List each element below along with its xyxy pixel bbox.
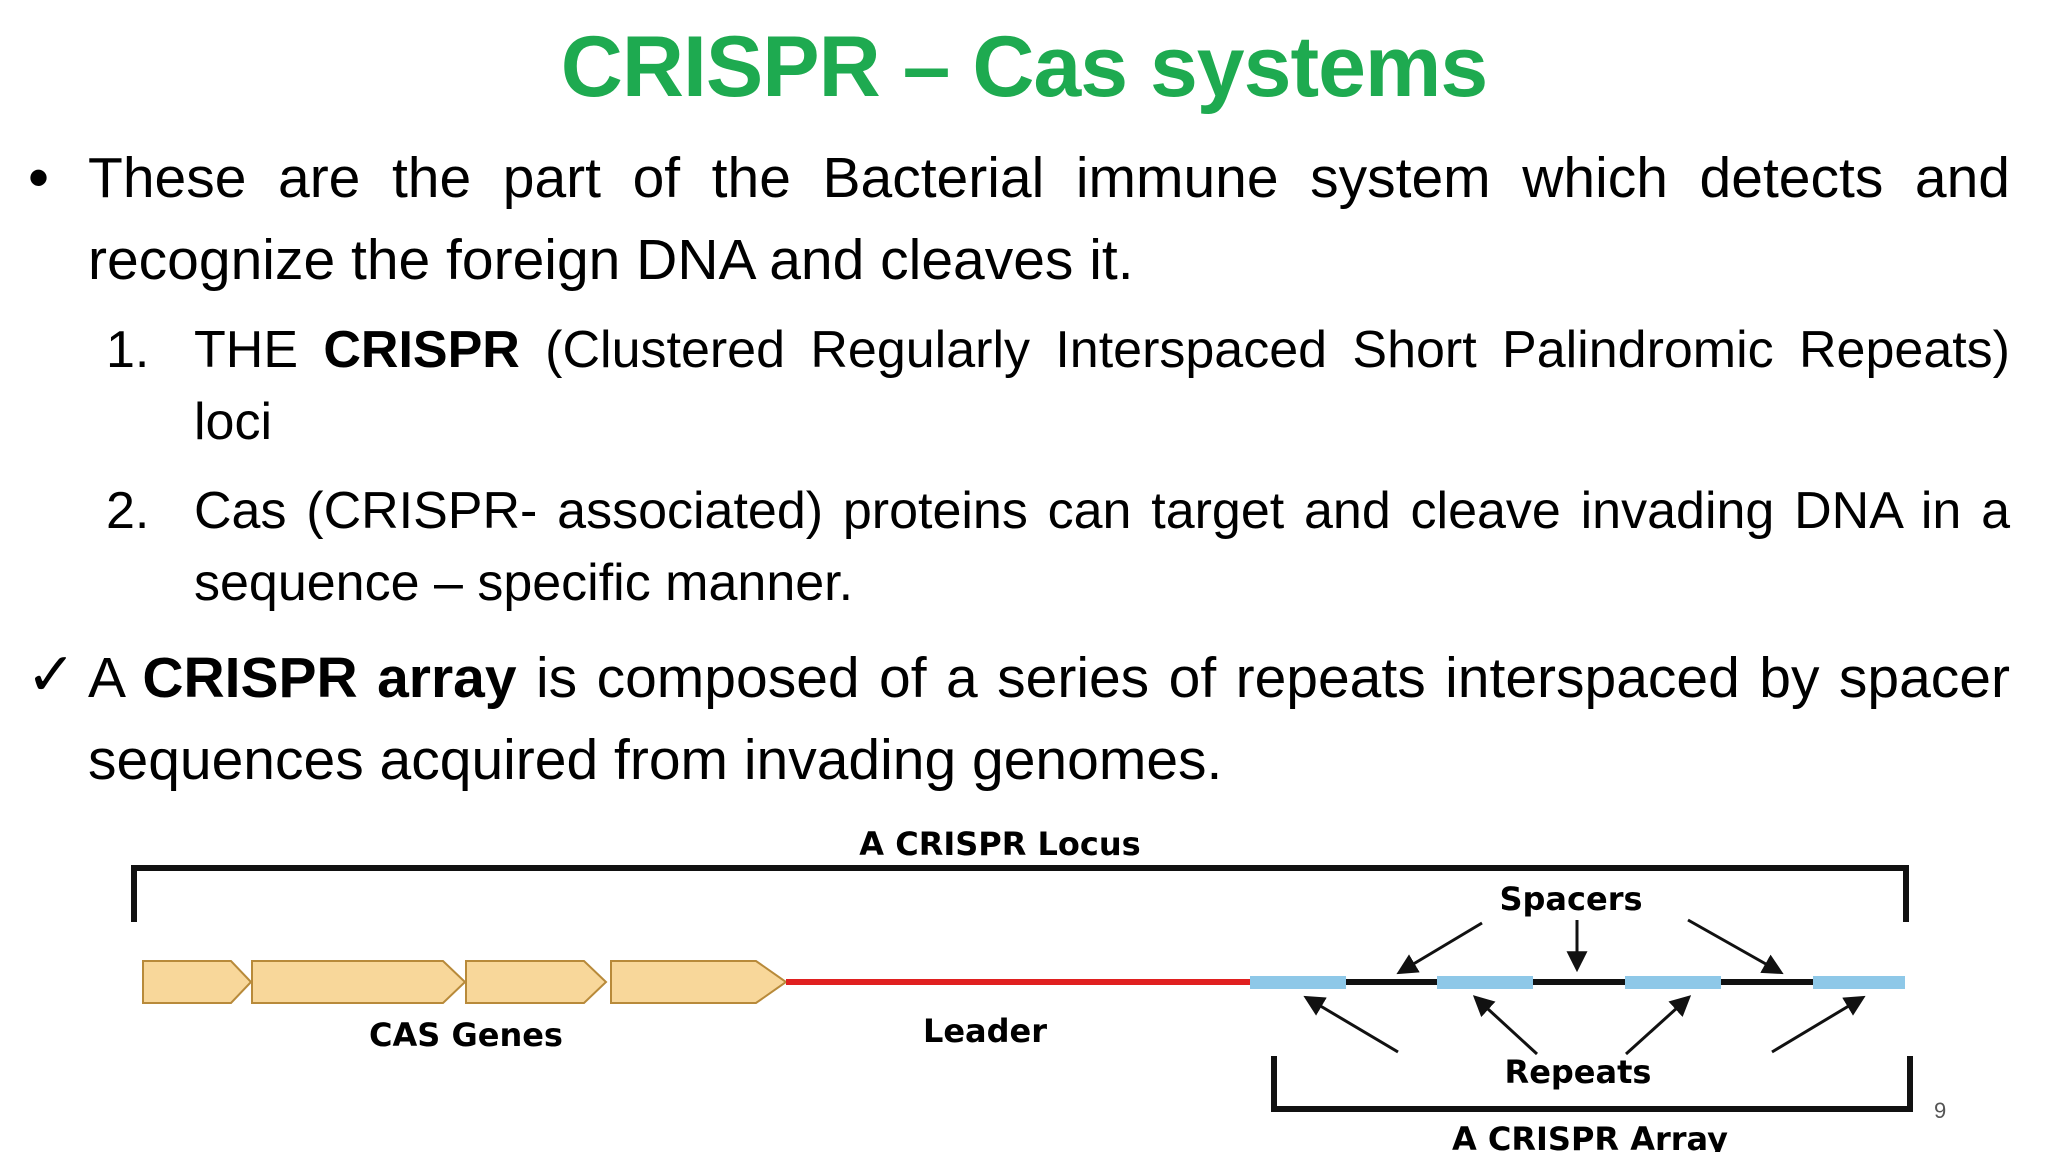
cas-genes	[142, 960, 788, 1004]
intro-paragraph: These are the part of the Bacterial immu…	[88, 146, 2010, 292]
cas-gene-1	[142, 960, 253, 1004]
spacer-arrow-1	[1396, 921, 1483, 975]
cas-gene-3	[465, 960, 608, 1004]
repeat-arrow-1	[1303, 995, 1399, 1054]
item-1-pre: THE	[194, 321, 324, 379]
spacer-2	[1437, 976, 1533, 989]
spacers	[1250, 976, 1905, 989]
cas-gene-2	[251, 960, 467, 1004]
cas-gene-4	[610, 960, 788, 1004]
locus-bracket	[131, 865, 1909, 922]
array-bracket	[1271, 1056, 1913, 1112]
item-2-text: Cas (CRISPR- associated) proteins can ta…	[194, 482, 2010, 612]
check-icon: ✓	[26, 641, 77, 708]
array-bold: CRISPR array	[142, 646, 517, 710]
item-1-bold: CRISPR	[323, 321, 520, 379]
repeat-arrow-2	[1472, 995, 1539, 1056]
array-pre: A	[88, 646, 143, 710]
item-2-number: 2.	[106, 482, 150, 540]
item-1-text: THE CRISPR (Clustered Regularly Interspa…	[194, 314, 2010, 458]
array-paragraph: A CRISPR array is composed of a series o…	[88, 637, 2010, 801]
repeats-label: Repeats	[1505, 1053, 1652, 1091]
spacers-label: Spacers	[1499, 880, 1642, 918]
spacer-4	[1813, 976, 1905, 989]
cas-genes-label: CAS Genes	[369, 1016, 563, 1054]
item-1-number: 1.	[106, 321, 150, 379]
spacer-arrow-3	[1687, 918, 1784, 975]
spacer-3	[1625, 976, 1721, 989]
repeat-arrow-4	[1771, 995, 1866, 1054]
array-post: is composed of a series of repeats inter…	[88, 646, 2010, 792]
spacer-1	[1250, 976, 1346, 989]
item-1-post: (Clustered Regularly Interspaced Short P…	[194, 321, 2011, 451]
repeat-arrow-3	[1624, 995, 1692, 1056]
bullet-marker: •	[28, 144, 50, 211]
locus-label: A CRISPR Locus	[859, 825, 1140, 863]
leader-label: Leader	[923, 1012, 1047, 1050]
page-number: 9	[1934, 1098, 1947, 1123]
slide-title: CRISPR – Cas systems	[560, 19, 1488, 115]
array-label: A CRISPR Array	[1452, 1120, 1728, 1152]
